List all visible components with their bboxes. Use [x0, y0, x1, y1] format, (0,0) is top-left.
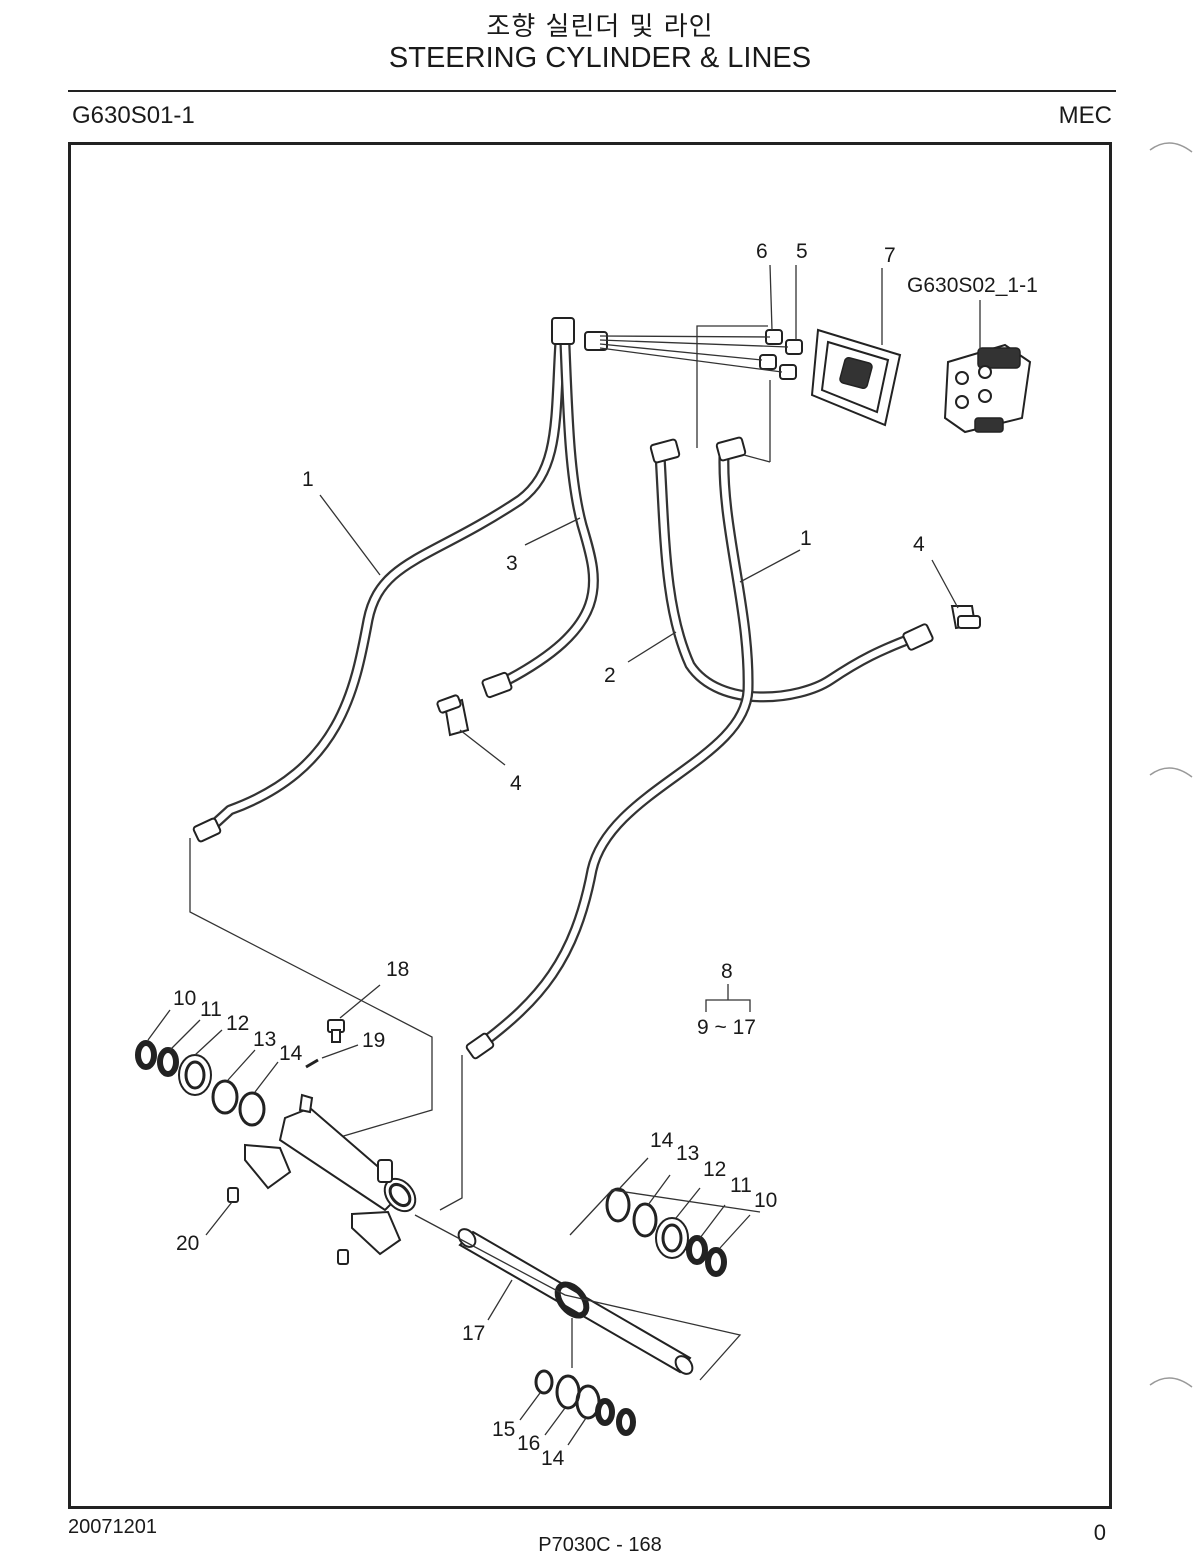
callout-4-left: 4 — [510, 772, 522, 795]
revision-number: 0 — [1093, 1520, 1106, 1545]
page-reference: P7030C - 168 — [538, 1534, 662, 1556]
callout-19: 19 — [362, 1029, 385, 1052]
callout-2: 2 — [604, 664, 616, 687]
cylinder-mount-left — [244, 1143, 292, 1190]
callout-10-left: 10 — [173, 987, 196, 1010]
callout-17: 17 — [462, 1322, 485, 1345]
callout-12-left: 12 — [226, 1012, 249, 1035]
callout-13-right: 13 — [676, 1142, 699, 1165]
callout-14-left: 14 — [279, 1042, 303, 1065]
hose-1-right — [474, 449, 754, 1051]
connector-lines — [189, 325, 789, 1211]
hose-2 — [654, 449, 921, 703]
seal-stack-right — [569, 1157, 761, 1277]
callout-14-bottom: 14 — [541, 1447, 565, 1470]
diagram-frame — [68, 142, 1112, 1509]
hose-3 — [494, 339, 599, 690]
callout-15: 15 — [492, 1418, 515, 1441]
piston-rod-17 — [414, 1214, 742, 1381]
callout-4-right: 4 — [913, 533, 925, 556]
callout-8: 8 — [721, 960, 733, 983]
steering-valve-icon — [943, 343, 1032, 434]
callout-20: 20 — [176, 1232, 199, 1255]
group-code: G630S01-1 — [72, 102, 195, 129]
callout-5: 5 — [796, 240, 808, 263]
callout-18: 18 — [386, 958, 409, 981]
callout-11-left: 11 — [200, 998, 222, 1021]
header-divider — [68, 90, 1116, 92]
model-code: MEC — [1058, 102, 1112, 129]
cylinder-mount-right — [351, 1210, 402, 1256]
elbow-fitting-4-left — [436, 694, 470, 737]
callout-12-right: 12 — [703, 1158, 726, 1181]
page-title-english: STEERING CYLINDER & LINES — [388, 42, 812, 74]
cylinder-tube — [278, 1093, 417, 1213]
callout-1-left: 1 — [302, 468, 314, 491]
seal-stack-left — [135, 1009, 279, 1127]
leader-lines — [319, 264, 981, 766]
elbow-fitting-4-right — [950, 605, 981, 630]
callout-3: 3 — [506, 552, 518, 575]
callout-16: 16 — [517, 1432, 540, 1455]
callout-labels: 6 5 7 G630S02_1-1 1 3 1 4 2 4 18 8 9 ~ 1… — [173, 240, 1038, 1470]
mounting-plate-7 — [810, 328, 902, 427]
grease-fitting-20 — [205, 1187, 349, 1265]
callout-10-right: 10 — [754, 1189, 777, 1212]
bolt-18 — [327, 984, 381, 1043]
callout-1-right: 1 — [800, 527, 812, 550]
callout-7: 7 — [884, 244, 896, 267]
binder-marks — [1149, 142, 1193, 1388]
page-title-korean: 조향 실린더 및 라인 — [486, 12, 714, 42]
callout-14-right: 14 — [650, 1129, 674, 1152]
callout-ref: G630S02_1-1 — [907, 274, 1038, 297]
pin-19 — [305, 1044, 359, 1069]
seal-stack-bottom — [519, 1369, 636, 1446]
group-8-bracket — [705, 984, 751, 1012]
callout-13-left: 13 — [253, 1028, 276, 1051]
callout-8-range: 9 ~ 17 — [697, 1016, 756, 1039]
callout-6: 6 — [756, 240, 768, 263]
date-code: 20071201 — [68, 1516, 157, 1538]
callout-11-right: 11 — [730, 1174, 752, 1197]
hose-1-left — [202, 334, 566, 836]
